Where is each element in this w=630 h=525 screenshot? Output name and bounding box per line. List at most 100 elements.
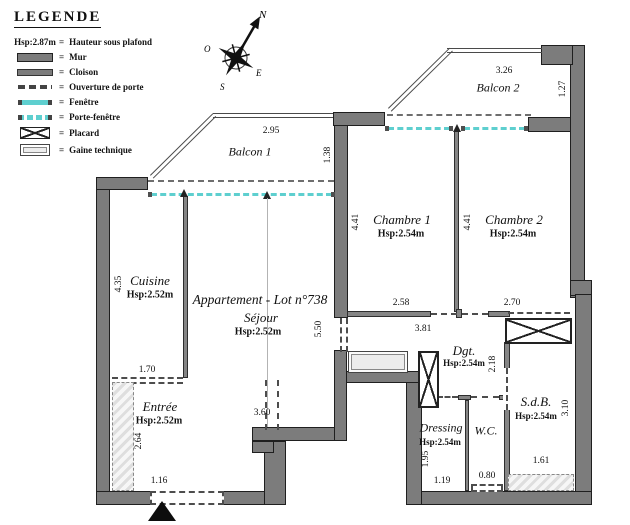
label-dgt: Dgt. [452,343,476,358]
wall-chambre1-top-stub [333,112,385,126]
french-door-symbol [18,114,52,120]
dim-chambre1-width: 2.58 [392,298,410,308]
dim-sejour-depth: 5.50 [314,320,324,338]
dim-dressing-left: 1.95 [421,450,431,468]
wall-balcon2-corner [541,45,573,65]
compass-east: E [255,68,262,78]
hsp-chambre2: Hsp:2.54m [489,228,537,240]
french-door-chambre1 [385,126,453,131]
duct-symbol [20,144,50,156]
door-opening-symbol [18,85,52,89]
dim-balcon2-depth: 1.27 [558,80,568,98]
wall-topleft-stub [96,177,148,190]
legend-label-cloison: Cloison [69,67,99,77]
closet-sdb-top [505,318,572,344]
dim-chambre2-width: 2.70 [503,298,521,308]
door-wc-bottom [471,484,503,492]
door-chambre1 [431,313,457,315]
dim-sdb-width: 1.61 [532,456,550,466]
compass-rose: N O E S [204,9,267,92]
wall-right-outer-upper [570,45,585,298]
partition-dressing-top-b [458,395,471,400]
hsp-entree: Hsp:2.52m [135,415,183,427]
dim-balcon1-depth: 1.38 [323,146,333,164]
dim-dgt-width: 3.81 [414,324,432,334]
closet-symbol [20,127,50,139]
door-sejour-dgt-b [346,318,348,352]
dim-entree-left: 2.64 [134,432,144,450]
label-dressing: Dressing [419,420,463,435]
door-cuisine-entree [112,377,183,379]
equals-sign: = [59,37,65,47]
door-dressing [437,396,458,398]
legend-label-placard: Placard [69,128,100,138]
fixture-sdb-bottom [508,474,574,491]
legend-row-ouverture: = Ouverture de porte [14,82,189,92]
dim-sdb-depth: 3.10 [561,399,571,417]
french-door-sejour-cuisine [148,192,335,197]
wall-entree-right [264,441,286,505]
partition-chambre2-bottom [488,311,510,317]
legend-label-porte-fenetre: Porte-fenêtre [69,112,120,122]
dim-entree-top: 1.70 [138,365,156,375]
dim-sejour-bottom: 3.60 [253,408,271,418]
label-balcon1: Balcon 1 [228,144,272,159]
hsp-dressing: Hsp:2.54m [419,437,461,447]
legend-row-cloison: = Cloison [14,67,189,77]
dim-chambre1-depth: 4.41 [351,213,361,231]
label-cuisine: Cuisine [130,273,170,288]
label-chambre1: Chambre 1 [373,212,431,227]
closet-dgt [418,351,439,408]
entrance-arrow [148,501,176,521]
door-entree-sejour-a [265,380,267,430]
legend-label-hsp: Hauteur sous plafond [69,37,152,47]
wall-chambre2-top-stub [528,117,572,132]
door-entree-sejour-b [277,380,279,430]
dim-tick-chambre-window [453,124,461,132]
partition-symbol [17,68,53,76]
wall-sejour-bottom-step [252,441,274,453]
dim-entree-door: 1.16 [150,476,168,486]
compass-north: N [258,9,267,21]
label-chambre2: Chambre 2 [485,212,543,227]
label-wc: W.C. [474,423,498,438]
legend-row-porte-fenetre: = Porte-fenêtre [14,112,189,122]
door-dgt-top-right [508,312,570,314]
legend-title: LEGENDE [14,9,102,28]
hsp-sdb: Hsp:2.54m [515,411,557,421]
hsp-dgt: Hsp:2.54m [443,358,485,368]
dim-chambre2-depth: 4.41 [463,213,473,231]
legend-label-ouverture: Ouverture de porte [69,82,144,92]
balcon1-limit [148,180,334,182]
door-chambre2 [462,313,488,315]
legend-row-gaine: = Gaine technique [14,144,189,156]
hsp-chambre1: Hsp:2.54m [377,228,425,240]
dim-balcon1-width: 2.95 [262,126,280,136]
french-door-chambre2 [461,126,528,131]
door-sdb [506,368,508,410]
legend-row-placard: = Placard [14,127,189,139]
legend-row-hsp: Hsp:2.87m = Hauteur sous plafond [14,37,189,47]
balcon2-limit [387,114,531,116]
partition-chambre1-bottom [347,311,431,317]
dim-dressing-width: 1.19 [433,476,451,486]
window-symbol [18,99,52,105]
legend: LEGENDE Hsp:2.87m = Hauteur sous plafond… [14,8,189,161]
door-cuisine-entree-b [112,382,183,384]
dim-cuisine-depth: 4.35 [114,275,124,293]
balcon2-rail-diagonal [388,47,453,112]
hsp-sejour: Hsp:2.52m [234,326,282,338]
wall-symbol [17,52,53,62]
dim-tick-sejour-window [263,191,271,199]
balcon1-rail-top [213,113,333,118]
wall-sejour-chambre-divider [334,112,348,318]
legend-row-fenetre: = Fenêtre [14,97,189,107]
partition-chambre-divider [454,131,459,312]
partition-sdb-left [504,342,510,491]
balcon2-rail-top [447,48,542,53]
hsp-cuisine: Hsp:2.52m [126,289,174,301]
dim-extension-line [267,198,268,427]
legend-label-gaine: Gaine technique [69,145,132,155]
wall-sejour-dgt-lower [334,350,347,441]
